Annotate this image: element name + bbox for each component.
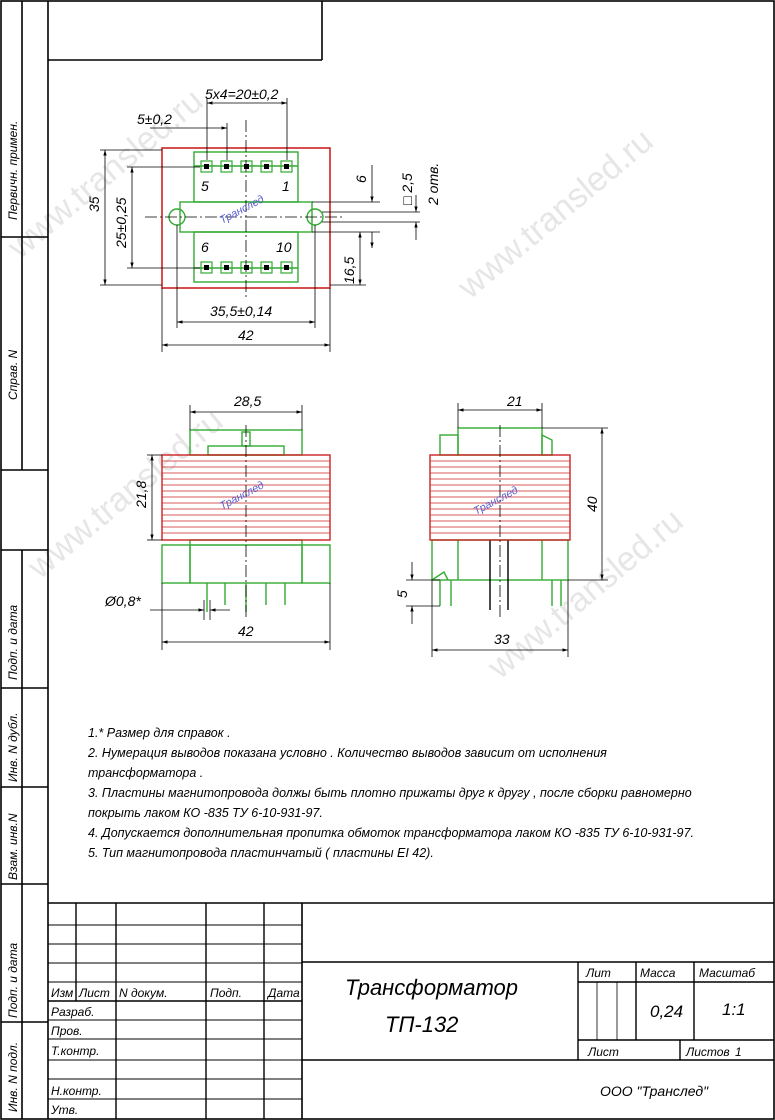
watermark-text: www.transled.ru [480,502,690,687]
pin-number-10: 10 [276,239,292,255]
stamp-header-podp: Подп. [210,986,242,1000]
stamp-massa-label: Масса [640,966,676,980]
dim-pin-spacing: 5±0,2 [137,111,172,127]
dim-front-coil: 21,8 [133,481,149,509]
stamp-massa-value: 0,24 [650,1002,683,1021]
logo-text: Транслед [472,484,520,517]
dim-2-holes: 2 отв. [425,163,441,206]
stamp-masshtab-label: Масштаб [699,966,756,980]
logo-text: Транслед [218,193,266,226]
note-line: 2. Нумерация выводов показана условно . … [87,746,607,760]
stamp-lit-label: Лит [585,966,611,980]
watermark-text: www.transled.ru [450,122,660,307]
stamp-row-nkontr: Н.контр. [51,1084,102,1098]
stamp-header-data: Дата [266,986,300,1000]
document-title: Трансформатор [345,975,518,1000]
dim-6: 6 [353,175,369,183]
note-line: 5. Тип магнитопровода пластинчатый ( пла… [88,846,434,860]
dim-mount-35-5: 35,5±0,14 [210,303,272,319]
watermark-layer: www.transled.ru www.transled.ru www.tran… [0,82,690,687]
document-code: ТП-132 [385,1012,458,1037]
note-line: трансформатора . [88,766,203,780]
top-view-pins [200,160,293,274]
dim-side-top: 21 [506,393,523,409]
stamp-list-label: Лист [587,1045,619,1059]
dim-front-width: 42 [238,623,254,639]
dim-side-width: 33 [494,631,510,647]
note-line: 3. Пластины магнитопровода должы быть пл… [88,786,692,800]
stamp-header-izm: Изм [51,986,73,1000]
dim-square-2-5: □ 2,5 [399,173,415,205]
top-view: Транслед 5 1 6 10 [86,86,441,352]
stamp-masshtab-value: 1:1 [722,1000,746,1019]
dim-width-42-top: 42 [238,327,254,343]
dim-pitch: 5x4=20±0,2 [205,86,279,102]
dim-side-pin-length: 5 [394,590,410,598]
side-label-podp-data-1: Подп. и дата [6,605,20,680]
stamp-row-prov: Пров. [51,1024,83,1038]
stamp-row-razrab: Разраб. [51,1005,94,1019]
stamp-listov-label: Листов [685,1045,730,1059]
dim-side-height: 40 [584,496,600,512]
dim-height-35: 35 [86,196,102,212]
notes: 1.* Размер для справок . 2. Нумерация вы… [87,726,694,860]
side-label-vzam-inv: Взам. инв.N [6,813,20,880]
side-labels: Первичн. примен. Справ. N Подп. и дата И… [6,121,20,1112]
side-label-perv: Первичн. примен. [6,121,20,220]
stamp-listov-value: 1 [735,1045,742,1059]
side-label-inv-podl: Инв. N подл. [6,1042,20,1112]
side-label-sprav: Справ. N [6,349,20,400]
dim-16-5: 16,5 [341,257,357,284]
pin-number-5: 5 [201,178,209,194]
dim-front-top: 28,5 [233,393,261,409]
pin-number-6: 6 [201,239,209,255]
dim-pin-diameter: Ø0,8* [104,593,141,609]
side-label-inv-dubl: Инв. N дубл. [6,713,20,782]
side-label-podp-data-2: Подп. и дата [6,943,20,1018]
note-line: 1.* Размер для справок . [88,726,231,740]
stamp-row-utv: Утв. [50,1103,78,1117]
logo-text: Транслед [218,479,266,512]
stamp-row-tkontr: Т.контр. [51,1044,99,1058]
note-line: покрыть лаком КО -835 ТУ 6-10-931-97. [88,806,323,820]
title-block [48,902,774,1119]
title-block-text: Изм Лист N докум. Подп. Дата Разраб. Про… [50,966,756,1117]
stamp-header-list: Лист [78,986,110,1000]
pin-number-1: 1 [282,178,290,194]
note-line: 4. Допускается дополнительная пропитка о… [88,826,694,840]
stamp-header-ndoc: N докум. [119,986,168,1000]
stamp-company: ООО "Транслед" [600,1083,709,1099]
dim-inner-25: 25±0,25 [113,197,129,249]
